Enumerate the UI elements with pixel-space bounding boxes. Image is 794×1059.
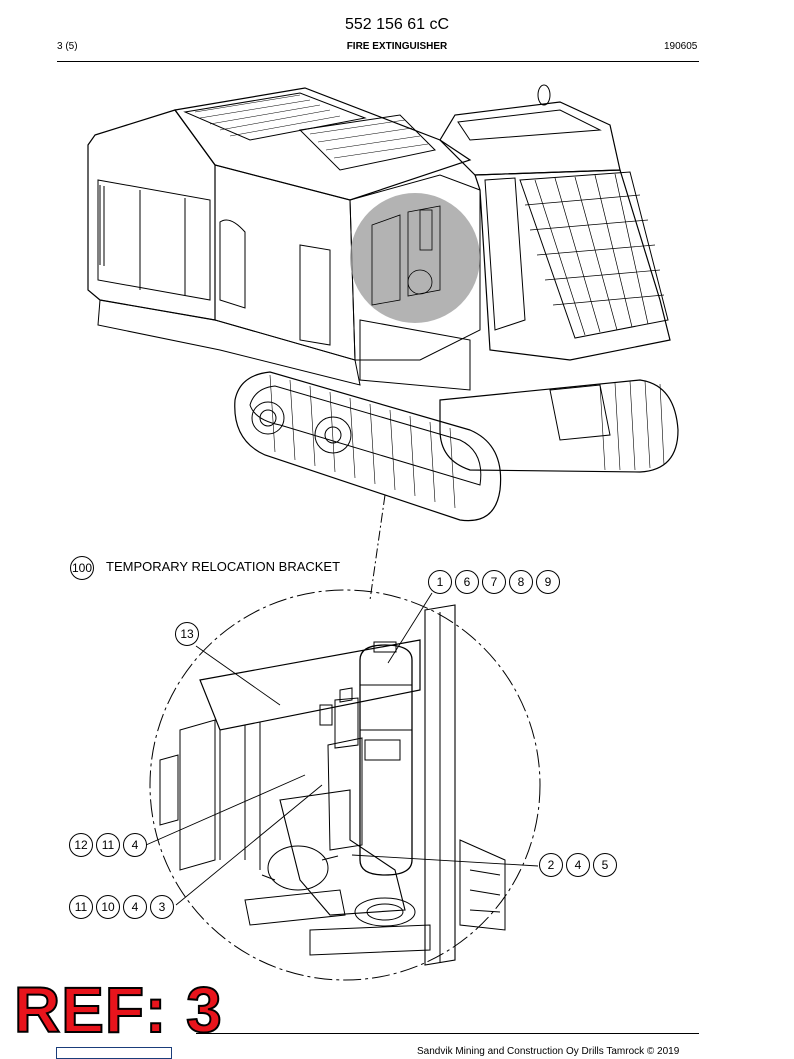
detail-highlight: [350, 193, 480, 323]
callout-100: 100: [70, 556, 94, 580]
callout-3: 3: [150, 895, 174, 919]
callout-10: 10: [96, 895, 120, 919]
callout-13: 13: [175, 622, 199, 646]
callout-4: 4: [566, 853, 590, 877]
doc-number: 552 156 61 cC: [344, 16, 450, 33]
drill-rig-overview: [87, 84, 679, 601]
detail-caption: TEMPORARY RELOCATION BRACKET: [106, 559, 341, 574]
callout-11: 11: [96, 833, 120, 857]
callout-12: 12: [69, 833, 93, 857]
callout-1: 1: [428, 570, 452, 594]
callout-11: 11: [69, 895, 93, 919]
page-title: FIRE EXTINGUISHER: [346, 41, 448, 52]
header-rule: [57, 61, 699, 62]
callout-6: 6: [455, 570, 479, 594]
doc-date: 190605: [664, 41, 698, 52]
detail-view: [145, 589, 541, 981]
copyright-text: Sandvik Mining and Construction Oy Drill…: [417, 1046, 680, 1057]
brand-logo-bar: [56, 1047, 172, 1059]
callout-4: 4: [123, 833, 147, 857]
callout-9: 9: [536, 570, 560, 594]
callout-5: 5: [593, 853, 617, 877]
ref-stamp: REF: 3: [13, 974, 223, 1046]
callout-2: 2: [539, 853, 563, 877]
page-index: 3 (5): [57, 41, 78, 52]
callout-7: 7: [482, 570, 506, 594]
footer-rule: [196, 1033, 699, 1034]
callout-4: 4: [123, 895, 147, 919]
callout-8: 8: [509, 570, 533, 594]
